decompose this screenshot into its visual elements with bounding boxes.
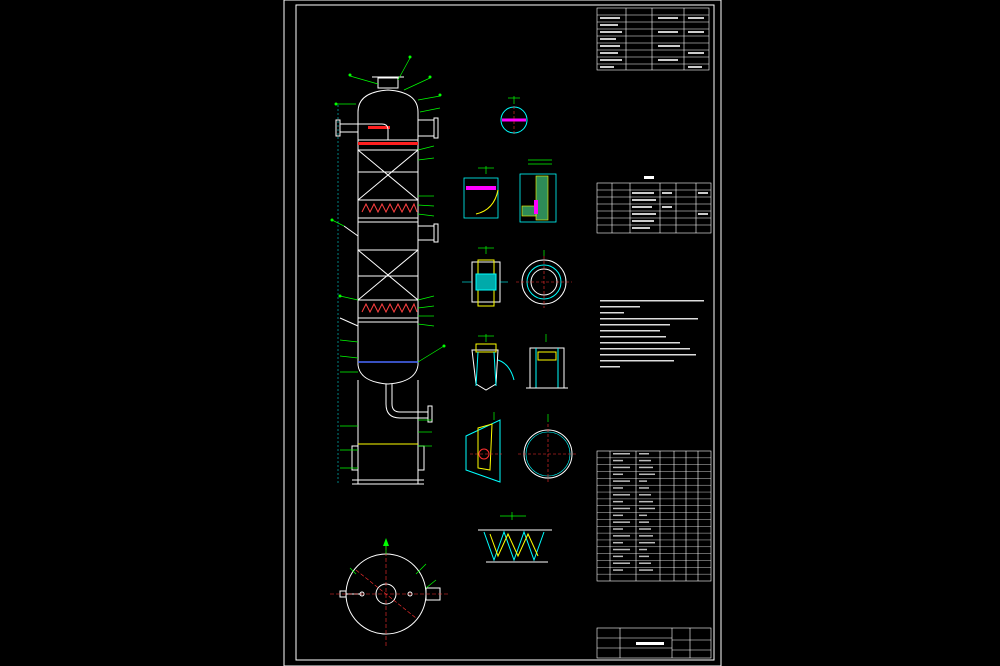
- packing-support-1: [361, 202, 418, 214]
- parts-list-cell-mark: [639, 548, 647, 551]
- parts-list-cell-mark: [613, 487, 623, 489]
- title-block-drawing-name: [636, 642, 664, 645]
- parts-list-cell-mark: [613, 528, 623, 530]
- design-data-table-fill: [600, 17, 704, 68]
- parts-list-cell-mark: [613, 555, 623, 558]
- parts-list-cell-mark: [613, 514, 623, 517]
- parts-list-cell-mark: [613, 569, 623, 571]
- tower-nozzles: [335, 117, 439, 423]
- parts-list-cell-mark: [639, 562, 651, 564]
- parts-list-cell-mark: [639, 535, 653, 537]
- drawing-outer-border: [283, 0, 722, 666]
- parts-list-cell-mark: [613, 521, 630, 523]
- parts-list-cell-mark: [613, 473, 623, 476]
- parts-list-cell-mark: [639, 541, 655, 544]
- parts-list-cell-mark: [639, 500, 653, 503]
- parts-list-cell-mark: [639, 521, 649, 523]
- detail-view-g: [526, 334, 568, 389]
- tower-elevation: [351, 76, 425, 485]
- top-head: [357, 89, 419, 113]
- detail-view-i: [518, 414, 578, 484]
- parts-list-cell-mark: [639, 555, 649, 558]
- parts-list-cell-mark: [639, 473, 655, 476]
- parts-list-cell-mark: [639, 514, 647, 517]
- drawing-inner-border: [295, 4, 715, 661]
- nozzle-table-fill: [632, 192, 708, 229]
- technical-notes: [600, 300, 704, 368]
- parts-list-cell-mark: [613, 453, 630, 455]
- parts-list-cell-mark: [613, 535, 630, 537]
- inlet-distributor-pipe: [368, 126, 390, 129]
- title-block: [596, 627, 712, 659]
- parts-list-cell-mark: [639, 569, 653, 571]
- parts-list-table: [596, 450, 712, 582]
- detail-view-e: [516, 250, 572, 308]
- parts-list-cell-mark: [613, 507, 630, 510]
- parts-list-cell-mark: [613, 480, 630, 482]
- parts-list-cell-mark: [639, 466, 653, 469]
- parts-list-cell-mark: [613, 466, 630, 469]
- parts-list-cell-mark: [639, 459, 651, 462]
- top-nozzle: [377, 77, 399, 89]
- detail-view-packing: [478, 512, 552, 563]
- detail-view-d: [462, 246, 508, 307]
- parts-list-cell-mark: [639, 487, 649, 489]
- detail-view-a: [500, 96, 528, 134]
- leader-lines: [331, 57, 445, 469]
- detail-view-c: [519, 159, 557, 223]
- plan-leaders: [349, 540, 437, 589]
- plan-center-lines: [330, 540, 448, 646]
- parts-list-cell-mark: [613, 459, 623, 462]
- parts-list-cell-mark: [613, 494, 630, 496]
- parts-list-cell-mark: [639, 453, 649, 455]
- parts-list-fill: [613, 453, 655, 571]
- detail-view-b: [463, 166, 499, 219]
- nozzle-table: [596, 182, 712, 234]
- parts-list-cell-mark: [639, 528, 651, 530]
- parts-list-cell-mark: [639, 480, 647, 482]
- part-balloons: [330, 55, 446, 348]
- nozzle-table-title: [644, 176, 654, 179]
- parts-list-cell-mark: [639, 507, 655, 510]
- parts-list-rows: [597, 457, 711, 575]
- parts-list-cell-mark: [613, 541, 623, 544]
- parts-list-cell-mark: [613, 548, 630, 551]
- detail-view-f: [471, 334, 515, 391]
- detail-view-h: [465, 412, 502, 483]
- packing-support-2: [361, 302, 418, 314]
- north-arrow-icon: [383, 538, 389, 546]
- bottom-head: [357, 364, 419, 385]
- design-data-table: [596, 7, 710, 71]
- parts-list-cell-mark: [639, 494, 651, 496]
- parts-list-cell-mark: [613, 500, 623, 503]
- parts-list-cell-mark: [613, 562, 630, 564]
- liquid-distributor: [358, 142, 418, 145]
